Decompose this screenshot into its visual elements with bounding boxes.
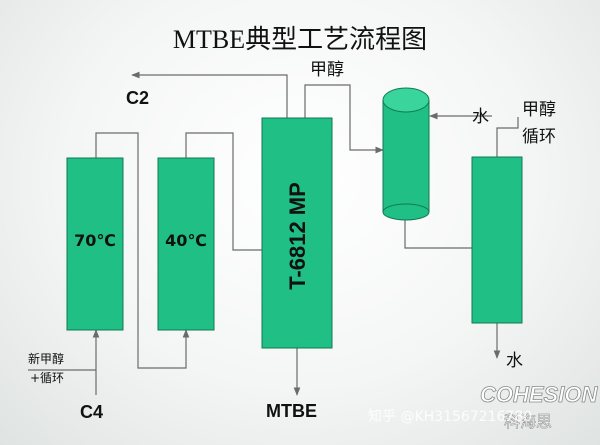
column-label: T-6812 MP xyxy=(285,182,310,290)
mtbe-label: MTBE xyxy=(266,401,317,421)
zhihu-watermark: 知乎 @KH31567216780 xyxy=(368,408,532,425)
reactor-2-temp: 40℃ xyxy=(165,231,207,250)
diagram-title: MTBE典型工艺流程图 xyxy=(173,25,427,54)
c2-label: C2 xyxy=(126,88,149,108)
reactor1-to-reactor2-line xyxy=(95,132,190,369)
new-methanol-label-1: 新甲醇 xyxy=(28,351,64,366)
extractor-vessel xyxy=(382,87,430,221)
methanol-recycle-label-1: 甲醇 xyxy=(522,100,556,120)
c2-outlet-line xyxy=(131,71,288,118)
c4-label: C4 xyxy=(80,402,103,422)
methanol-recycle-label-2: 循环 xyxy=(522,127,556,147)
reactor2-to-column-line xyxy=(185,132,262,251)
reactor-1-temp: 70℃ xyxy=(74,231,116,250)
new-methanol-label-2: +循环 xyxy=(30,371,64,385)
column-to-extractor-line xyxy=(304,84,384,154)
extractor-to-recovery-line xyxy=(404,212,472,249)
cohesion-logo: COHESION xyxy=(480,382,598,407)
reactor-2 xyxy=(157,157,215,331)
methanol-recovery-column xyxy=(471,156,523,324)
methanol-recycle-line xyxy=(496,117,519,157)
cohesion-logo-cn: 科海思 xyxy=(504,412,552,431)
distillation-column xyxy=(261,117,333,349)
water-in-label: 水 xyxy=(472,107,489,127)
water-out-label: 水 xyxy=(506,351,523,371)
reactor-1 xyxy=(66,157,124,331)
methanol-top-label: 甲醇 xyxy=(310,60,344,80)
